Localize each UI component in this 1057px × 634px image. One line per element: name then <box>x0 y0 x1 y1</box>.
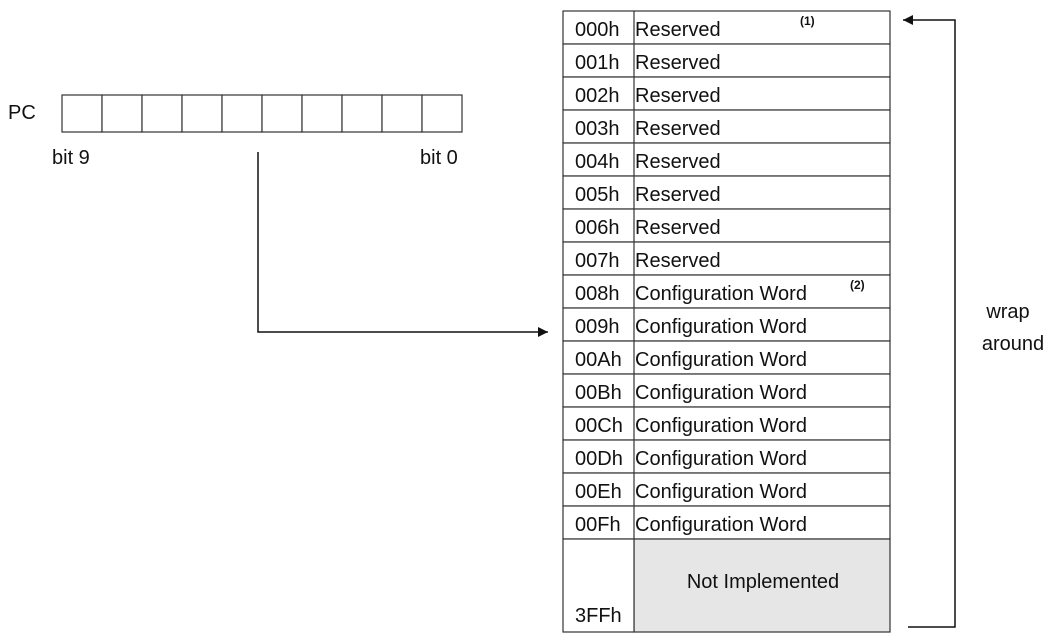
memory-row: 00Eh Configuration Word <box>562 472 891 507</box>
memory-description: Reserved <box>635 85 721 107</box>
pc-lsb-label: bit 0 <box>420 147 458 169</box>
memory-description: Configuration Word <box>635 316 807 338</box>
memory-row: 009h Configuration Word <box>562 307 891 342</box>
memory-row: 005h Reserved <box>562 175 891 210</box>
pc-bit-cell <box>381 94 423 133</box>
unimplemented-address-cell <box>562 538 635 633</box>
wrap-label-line2: around <box>982 333 1044 355</box>
memory-address: 00Dh <box>575 448 623 470</box>
memory-address: 00Bh <box>575 382 622 404</box>
memory-row: 003h Reserved <box>562 109 891 144</box>
memory-address: 00Ch <box>575 415 623 437</box>
memory-description: Reserved <box>635 217 721 239</box>
memory-row: 00Ah Configuration Word <box>562 340 891 375</box>
wrap-around-line <box>903 15 956 628</box>
memory-description: Reserved <box>635 184 721 206</box>
memory-address: 00Fh <box>575 514 621 536</box>
memory-row: 000h Reserved (1) <box>562 10 891 45</box>
pc-bit-cell <box>61 94 103 133</box>
memory-row: 002h Reserved <box>562 76 891 111</box>
pc-bit-cell <box>181 94 223 133</box>
pc-pointer-arrow <box>257 152 548 337</box>
memory-row: 007h Reserved <box>562 241 891 276</box>
memory-row-box <box>562 142 891 177</box>
pc-bit-cell <box>341 94 383 133</box>
memory-address: 007h <box>575 250 620 272</box>
memory-row-box <box>562 175 891 210</box>
end-address: 3FFh <box>575 605 622 627</box>
memory-description: Reserved <box>635 19 721 41</box>
memory-row-box <box>562 373 891 408</box>
memory-address: 009h <box>575 316 620 338</box>
pc-register <box>61 94 463 133</box>
memory-description: Reserved <box>635 118 721 140</box>
memory-row: 00Bh Configuration Word <box>562 373 891 408</box>
pc-bit-cell <box>141 94 183 133</box>
memory-address: 000h <box>575 19 620 41</box>
memory-row-box <box>562 10 891 45</box>
memory-description: Reserved <box>635 52 721 74</box>
memory-description: Configuration Word <box>635 349 807 371</box>
memory-address: 00Eh <box>575 481 622 503</box>
memory-row: 004h Reserved <box>562 142 891 177</box>
memory-row-box <box>562 241 891 276</box>
pc-msb-label: bit 9 <box>52 147 90 169</box>
memory-address: 00Ah <box>575 349 622 371</box>
pc-bit-cell <box>301 94 343 133</box>
memory-row: 00Ch Configuration Word <box>562 406 891 441</box>
memory-row-box <box>562 208 891 243</box>
memory-row-box <box>562 76 891 111</box>
memory-description: Configuration Word <box>635 448 807 470</box>
pc-bit-cell <box>261 94 303 133</box>
memory-address: 006h <box>575 217 620 239</box>
memory-address: 004h <box>575 151 620 173</box>
memory-description: Reserved <box>635 250 721 272</box>
unimplemented-block <box>633 538 891 633</box>
memory-description: Configuration Word <box>635 283 807 305</box>
memory-address: 005h <box>575 184 620 206</box>
memory-description: Configuration Word <box>635 415 807 437</box>
memory-row-box <box>562 472 891 507</box>
pc-bit-cell <box>421 94 463 133</box>
memory-description: Configuration Word <box>635 514 807 536</box>
pc-bit-cell <box>221 94 263 133</box>
memory-row: 00Dh Configuration Word <box>562 439 891 474</box>
memory-row: 008h Configuration Word (2) <box>562 274 891 309</box>
memory-row: 001h Reserved <box>562 43 891 78</box>
memory-description: Configuration Word <box>635 382 807 404</box>
memory-description: Reserved <box>635 151 721 173</box>
footnote-marker: (1) <box>800 14 815 28</box>
memory-row: 00Fh Configuration Word <box>562 505 891 540</box>
footnote-marker: (2) <box>850 278 865 292</box>
memory-address: 008h <box>575 283 620 305</box>
memory-address: 001h <box>575 52 620 74</box>
memory-row-box <box>562 43 891 78</box>
pc-bit-cell <box>101 94 143 133</box>
unimplemented-label: Not Implemented <box>687 571 839 593</box>
memory-address: 003h <box>575 118 620 140</box>
wrap-label-line1: wrap <box>985 301 1029 323</box>
pc-label: PC <box>8 102 36 124</box>
memory-row-box <box>562 439 891 474</box>
memory-description: Configuration Word <box>635 481 807 503</box>
memory-row: 006h Reserved <box>562 208 891 243</box>
memory-address: 002h <box>575 85 620 107</box>
